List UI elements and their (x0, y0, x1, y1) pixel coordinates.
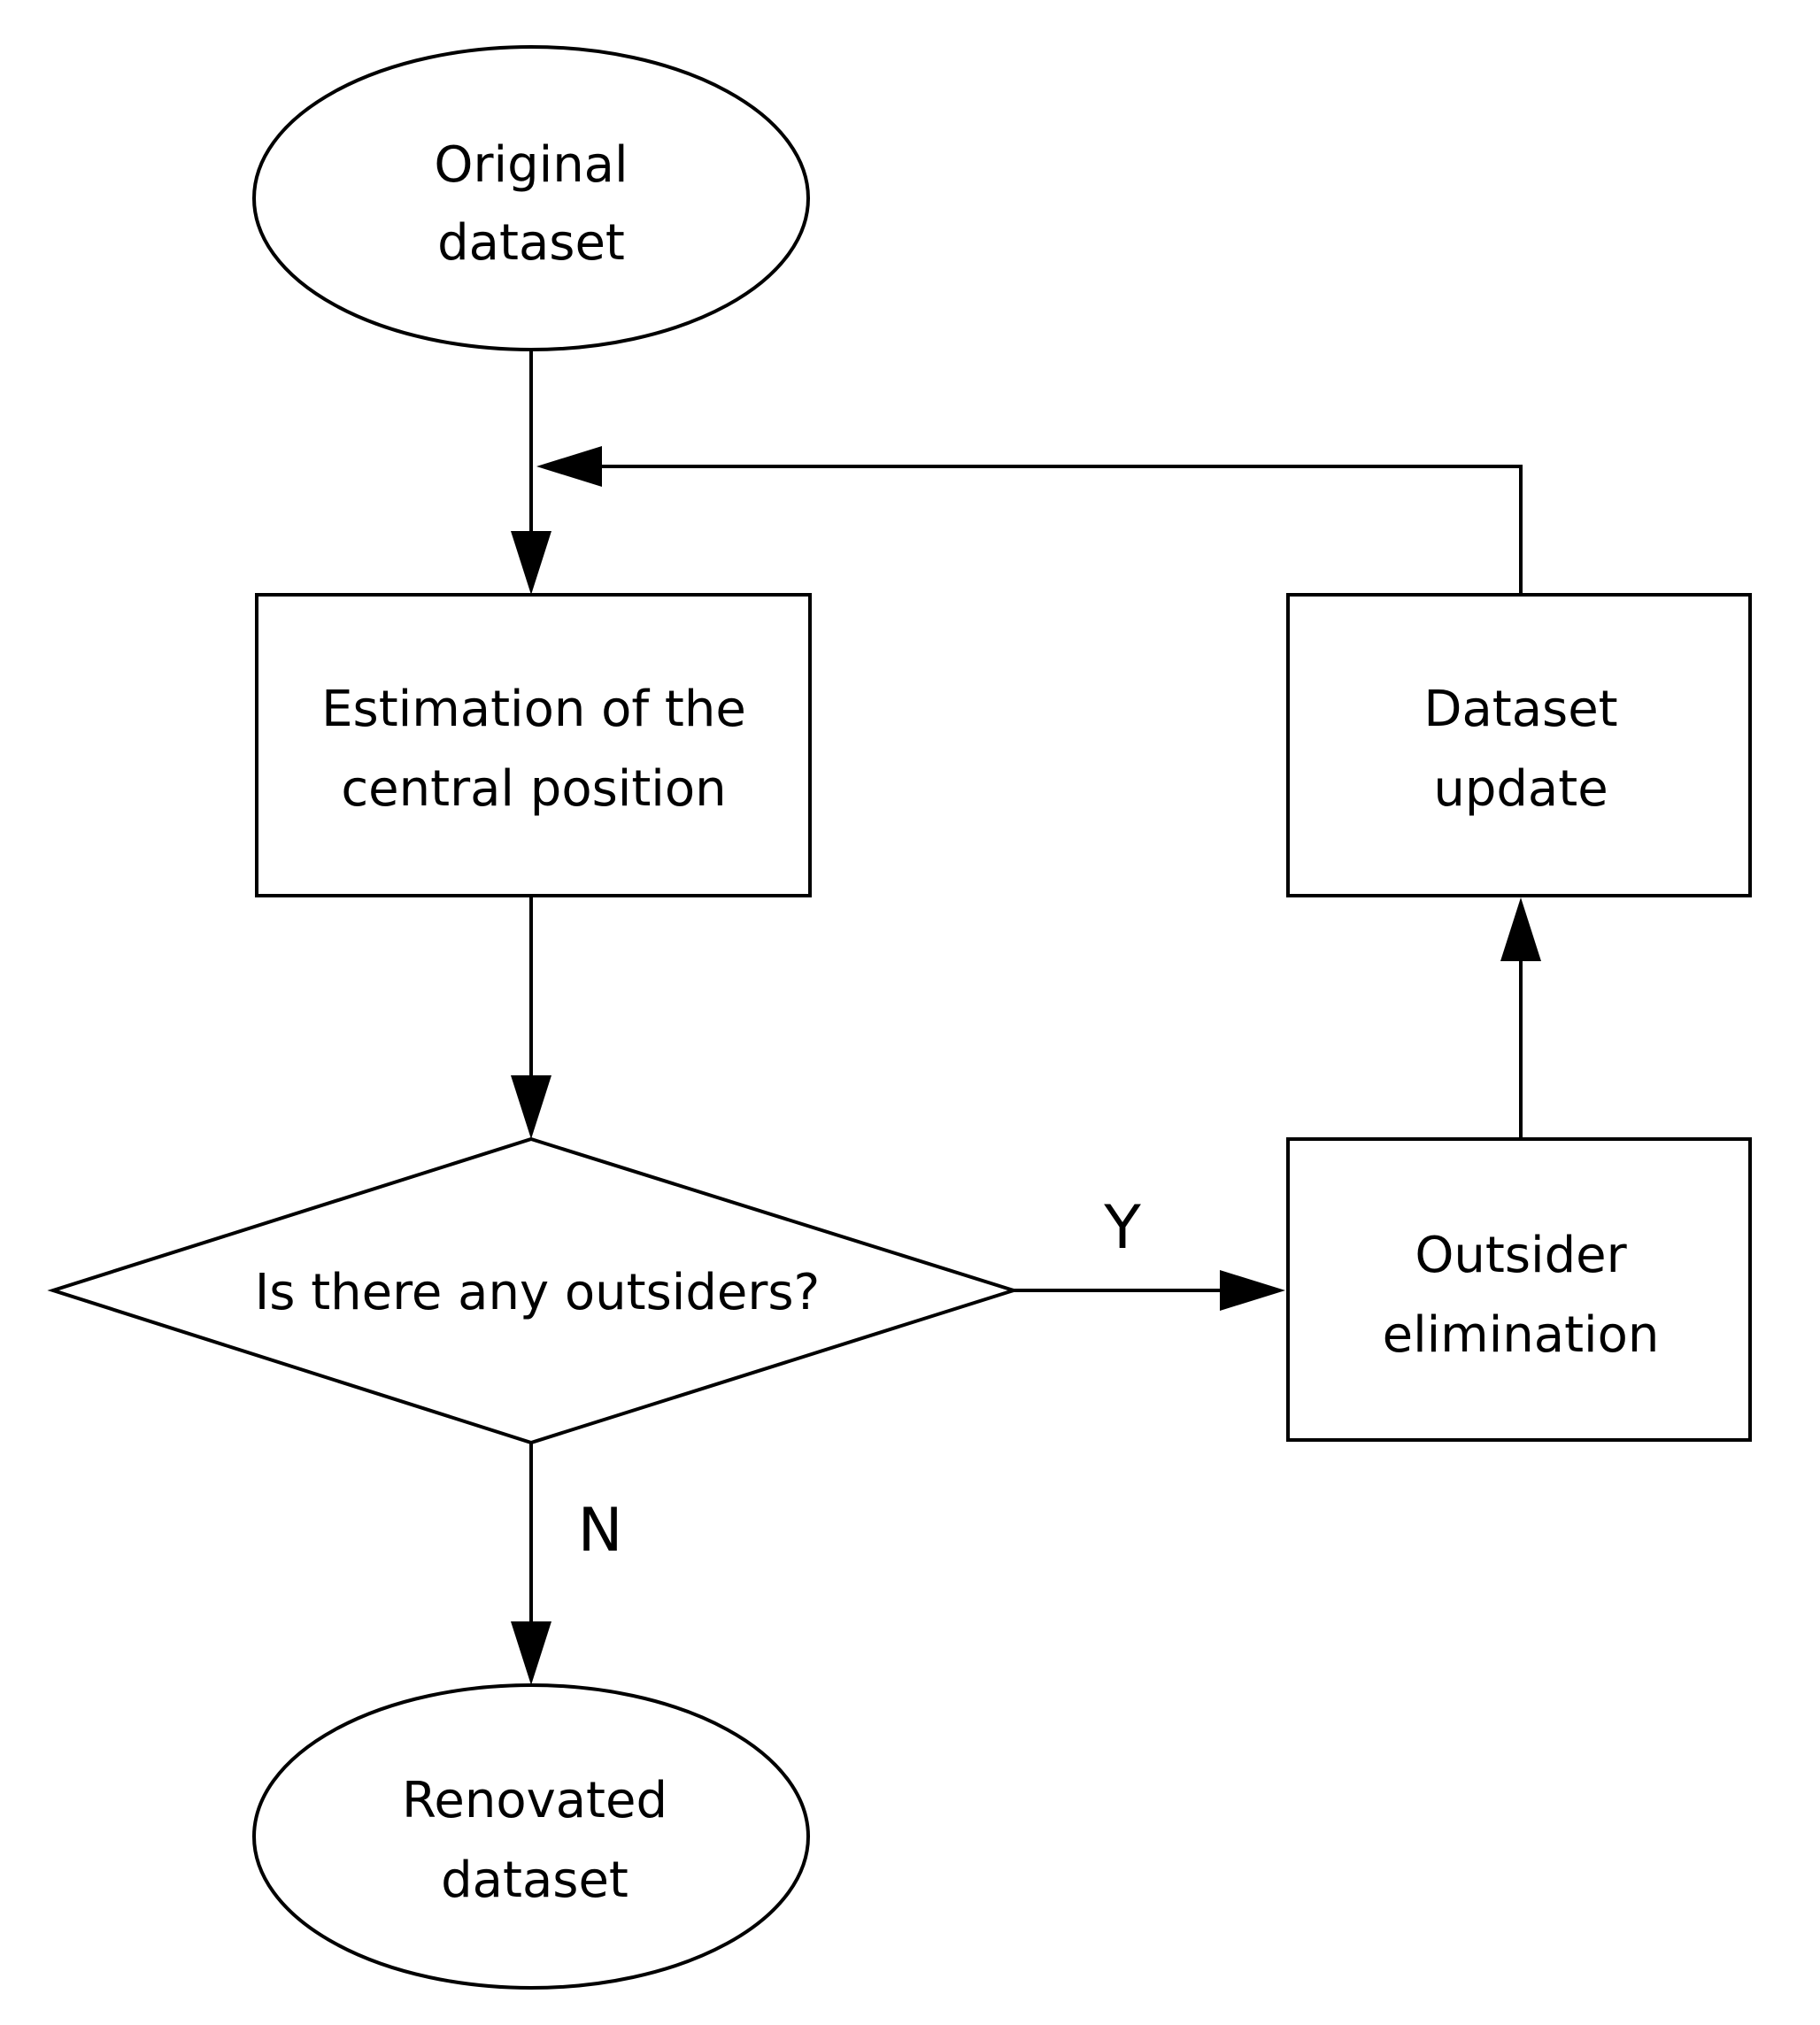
node-label-line: update (1433, 760, 1608, 818)
arrowhead-into-estimate (511, 531, 551, 595)
edge-label-yes: Y (1103, 1193, 1141, 1263)
edge-label-no: N (578, 1496, 623, 1566)
node-label-line: dataset (437, 214, 625, 272)
node-label-line: Original (434, 136, 628, 194)
decision-diamond (47, 1136, 1020, 1445)
node-label-line: Estimation of the (321, 681, 746, 738)
node-label-line: elimination (1383, 1306, 1660, 1364)
node-label-line: Renovated (402, 1772, 667, 1829)
edge-update-loop-back (584, 465, 1523, 604)
node-dataset-update: Dataset update (1286, 593, 1752, 897)
node-label-line: Outsider (1415, 1227, 1627, 1284)
node-estimation: Estimation of the central position (255, 593, 812, 897)
node-renovated-dataset: Renovated dataset (252, 1683, 810, 1990)
node-decision: Is there any outsiders? (47, 1136, 1020, 1445)
node-label-line: dataset (441, 1852, 629, 1909)
arrowhead-into-eliminate (1220, 1270, 1285, 1311)
connectors (511, 350, 1541, 1685)
arrowhead-into-update (1500, 897, 1541, 961)
node-outsider-elimination: Outsider elimination (1286, 1137, 1752, 1442)
node-label-line: central position (341, 760, 726, 818)
node-original-dataset: Original dataset (252, 45, 810, 351)
arrowhead-into-decision (511, 1075, 551, 1139)
process-box-estimation (255, 593, 812, 897)
node-label-line: Dataset (1423, 681, 1617, 738)
process-box-outsider-elimination (1286, 1137, 1752, 1442)
arrowhead-into-end (511, 1621, 551, 1685)
terminal-ellipse-end (252, 1683, 810, 1990)
terminal-ellipse-start (252, 45, 810, 351)
process-box-dataset-update (1286, 593, 1752, 897)
node-label-line: Is there any outsiders? (255, 1264, 821, 1321)
arrowhead-loop-back (536, 446, 602, 487)
